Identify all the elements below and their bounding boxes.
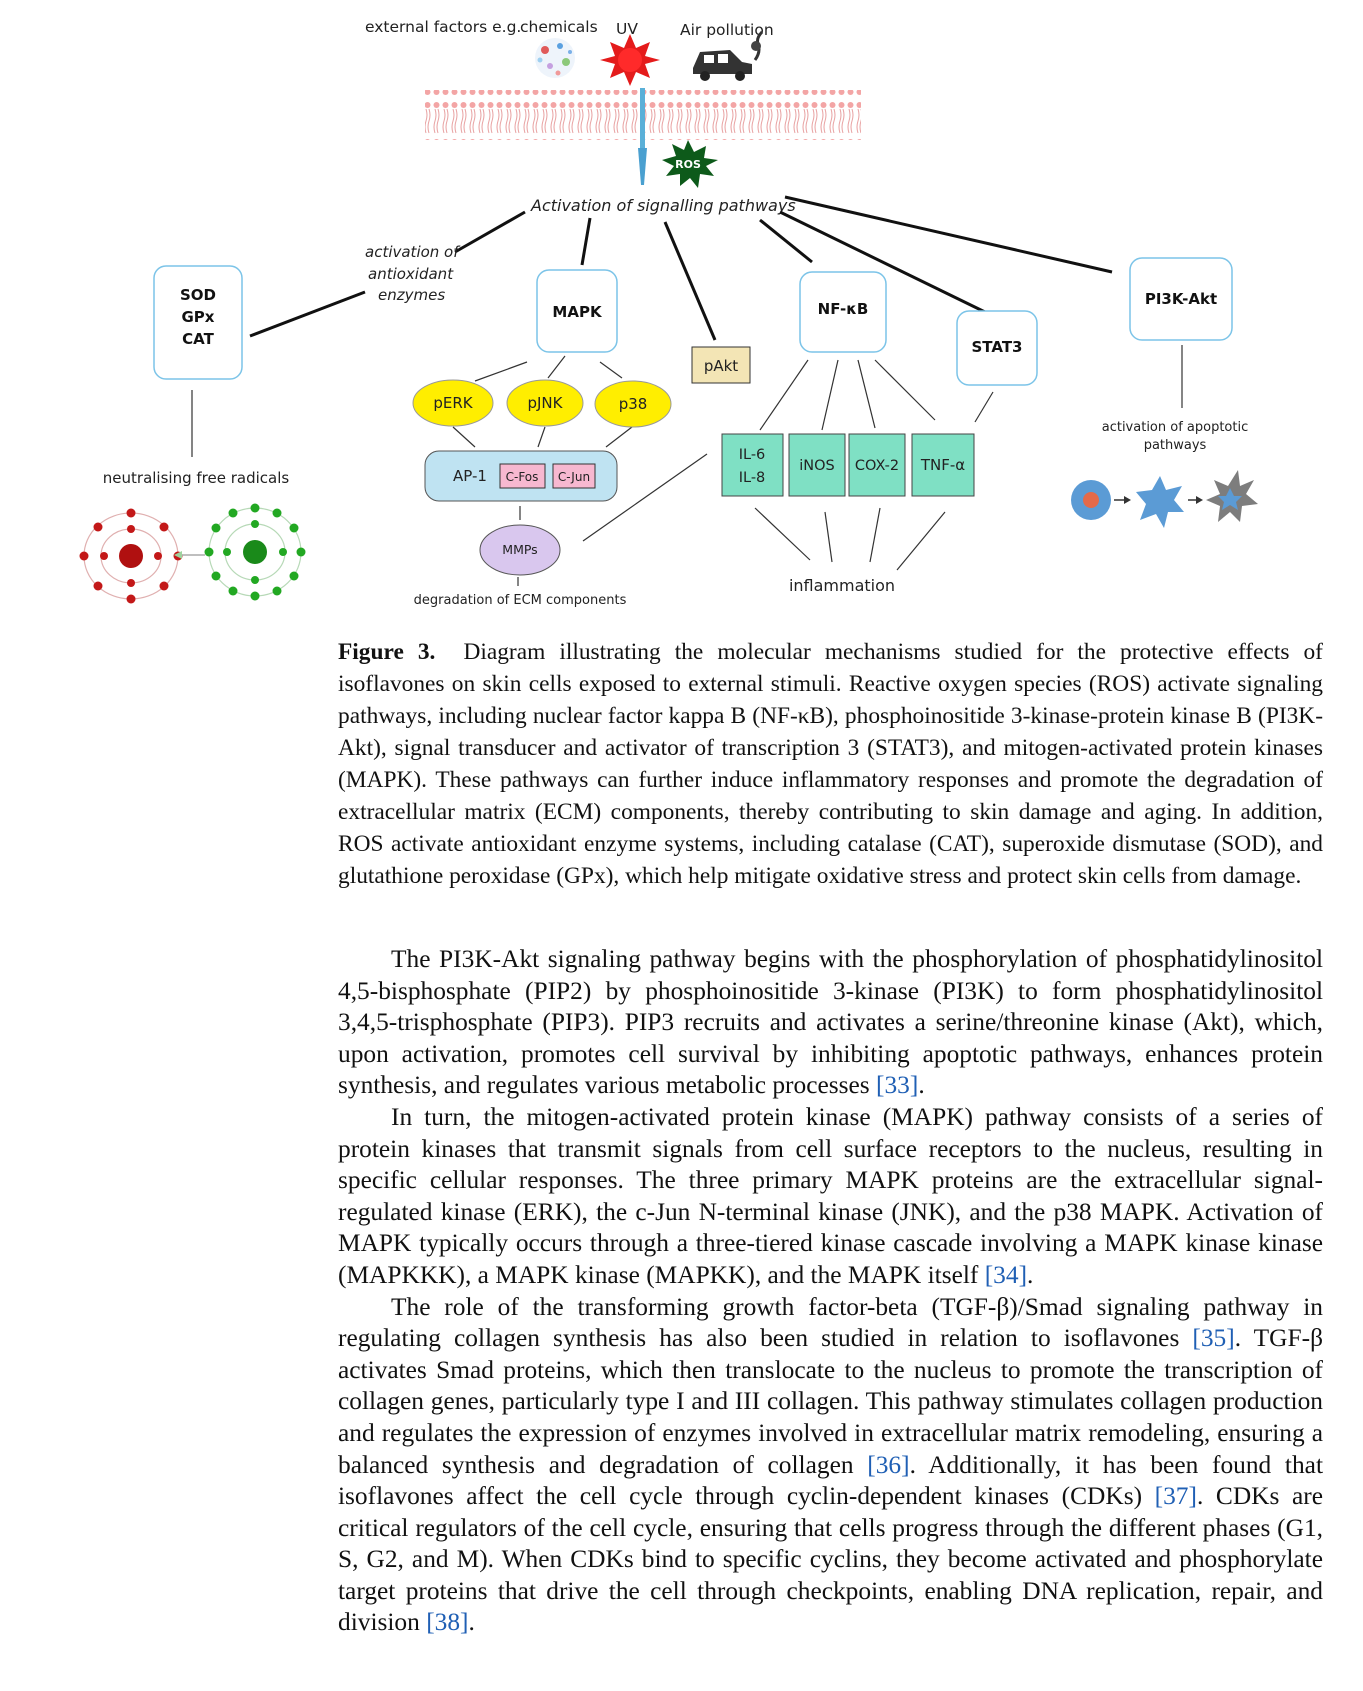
cjun-label: C-Jun xyxy=(558,470,590,484)
apoptotic-label-2: pathways xyxy=(1144,438,1207,453)
pjnk-label: pJNK xyxy=(527,394,563,412)
cat-label: CAT xyxy=(182,330,214,348)
il-box xyxy=(721,433,784,497)
cox2-box xyxy=(848,433,906,497)
paragraph-2: In turn, the mitogen-activated protein k… xyxy=(338,1102,1323,1292)
antioxidant-label-1: activation of xyxy=(365,243,461,261)
ros-starburst-icon: ROS xyxy=(662,140,718,188)
uv-sun-icon xyxy=(600,34,660,86)
figure-3-diagram: external factors e.g. chemicals UV Air p… xyxy=(79,18,1258,608)
arrow-left-icon xyxy=(174,551,205,559)
ap1-label: AP-1 xyxy=(453,467,487,485)
paragraph-1: The PI3K-Akt signaling pathway begins wi… xyxy=(338,944,1323,1102)
chemicals-label: chemicals xyxy=(520,18,598,36)
body-text: The PI3K-Akt signaling pathway begins wi… xyxy=(338,944,1323,1639)
caption-text: Diagram illustrating the molecular mecha… xyxy=(338,639,1323,889)
citation-37[interactable]: [37] xyxy=(1154,1482,1197,1511)
perk-label: pERK xyxy=(433,394,473,412)
p38-ellipse xyxy=(594,380,672,428)
stable-atom-icon xyxy=(204,503,306,601)
paragraph-1-end: . xyxy=(918,1071,925,1100)
citation-38[interactable]: [38] xyxy=(426,1608,469,1637)
ecm-label: degradation of ECM components xyxy=(414,593,627,608)
nfkb-box xyxy=(799,271,887,353)
figure-caption: Figure 3. Diagram illustrating the molec… xyxy=(338,636,1323,892)
activation-label: Activation of signalling pathways xyxy=(530,196,796,215)
paragraph-2-text: In turn, the mitogen-activated protein k… xyxy=(338,1102,1323,1289)
paragraph-3-text-3: . Additionally, it has been found that i… xyxy=(338,1450,1324,1511)
mmps-ellipse xyxy=(479,524,561,576)
cfos-label: C-Fos xyxy=(506,470,539,484)
nfkb-label: NF-κB xyxy=(818,300,869,318)
cfos-box xyxy=(499,463,546,489)
cjun-box xyxy=(552,463,596,489)
air-pollution-label: Air pollution xyxy=(680,21,774,39)
antioxidant-label-2: antioxidant xyxy=(368,265,454,283)
pi3k-akt-label: PI3K-Akt xyxy=(1145,290,1217,308)
stat3-label: STAT3 xyxy=(972,338,1023,356)
citation-34[interactable]: [34] xyxy=(984,1260,1028,1289)
inflammation-label: inflammation xyxy=(789,576,895,595)
mmps-label: MMPs xyxy=(502,542,537,557)
stat3-box xyxy=(956,310,1038,386)
chemicals-icon xyxy=(535,38,575,78)
tnf-box xyxy=(911,433,975,497)
il8-label: IL-8 xyxy=(739,470,766,486)
citation-33[interactable]: [33] xyxy=(876,1071,919,1100)
receptor-icon xyxy=(638,88,647,185)
neutralising-label: neutralising free radicals xyxy=(103,469,290,487)
paragraph-2-end: . xyxy=(1027,1260,1034,1289)
mapk-label: MAPK xyxy=(552,303,603,321)
citation-35[interactable]: [35] xyxy=(1192,1324,1235,1353)
gpx-label: GPx xyxy=(182,308,215,326)
paragraph-3: The role of the transforming growth fact… xyxy=(338,1292,1323,1640)
free-radical-atom-icon xyxy=(79,508,183,604)
inos-box xyxy=(788,433,846,497)
antioxidant-label-3: enzymes xyxy=(378,286,445,304)
pjnk-ellipse xyxy=(506,379,584,427)
p38-label: p38 xyxy=(619,395,648,413)
car-icon xyxy=(693,30,764,81)
citation-36[interactable]: [36] xyxy=(867,1450,910,1479)
paragraph-3-text-2: . TGF-β activates Smad proteins, which t… xyxy=(338,1324,1324,1479)
external-factors-label: external factors e.g. xyxy=(365,18,521,36)
inos-label: iNOS xyxy=(799,458,835,474)
cox2-label: COX-2 xyxy=(855,458,899,474)
pi3k-akt-box xyxy=(1129,257,1233,341)
paragraph-3-text-4: . CDKs are critical regulators of the ce… xyxy=(338,1482,1324,1637)
pakt-box xyxy=(691,346,751,384)
enzymes-box xyxy=(153,265,243,380)
pakt-label: pAkt xyxy=(704,357,738,375)
apoptosis-cells-icon xyxy=(1071,470,1258,528)
mapk-box xyxy=(536,269,618,353)
caption-label: Figure 3. xyxy=(338,639,436,665)
uv-label: UV xyxy=(616,20,638,38)
connector-lines xyxy=(249,195,1113,341)
il6-label: IL-6 xyxy=(739,447,766,463)
tnf-label: TNF-α xyxy=(920,456,965,474)
paragraph-1-text: The PI3K-Akt signaling pathway begins wi… xyxy=(338,945,1323,1100)
paragraph-3-text-5: . xyxy=(468,1608,475,1637)
paragraph-3-text-1: The role of the transforming growth fact… xyxy=(338,1292,1323,1353)
perk-ellipse xyxy=(412,379,494,427)
apoptotic-label-1: activation of apoptotic xyxy=(1102,420,1249,435)
sod-label: SOD xyxy=(180,286,216,304)
ros-label: ROS xyxy=(675,158,701,171)
thin-lines xyxy=(191,345,1183,586)
